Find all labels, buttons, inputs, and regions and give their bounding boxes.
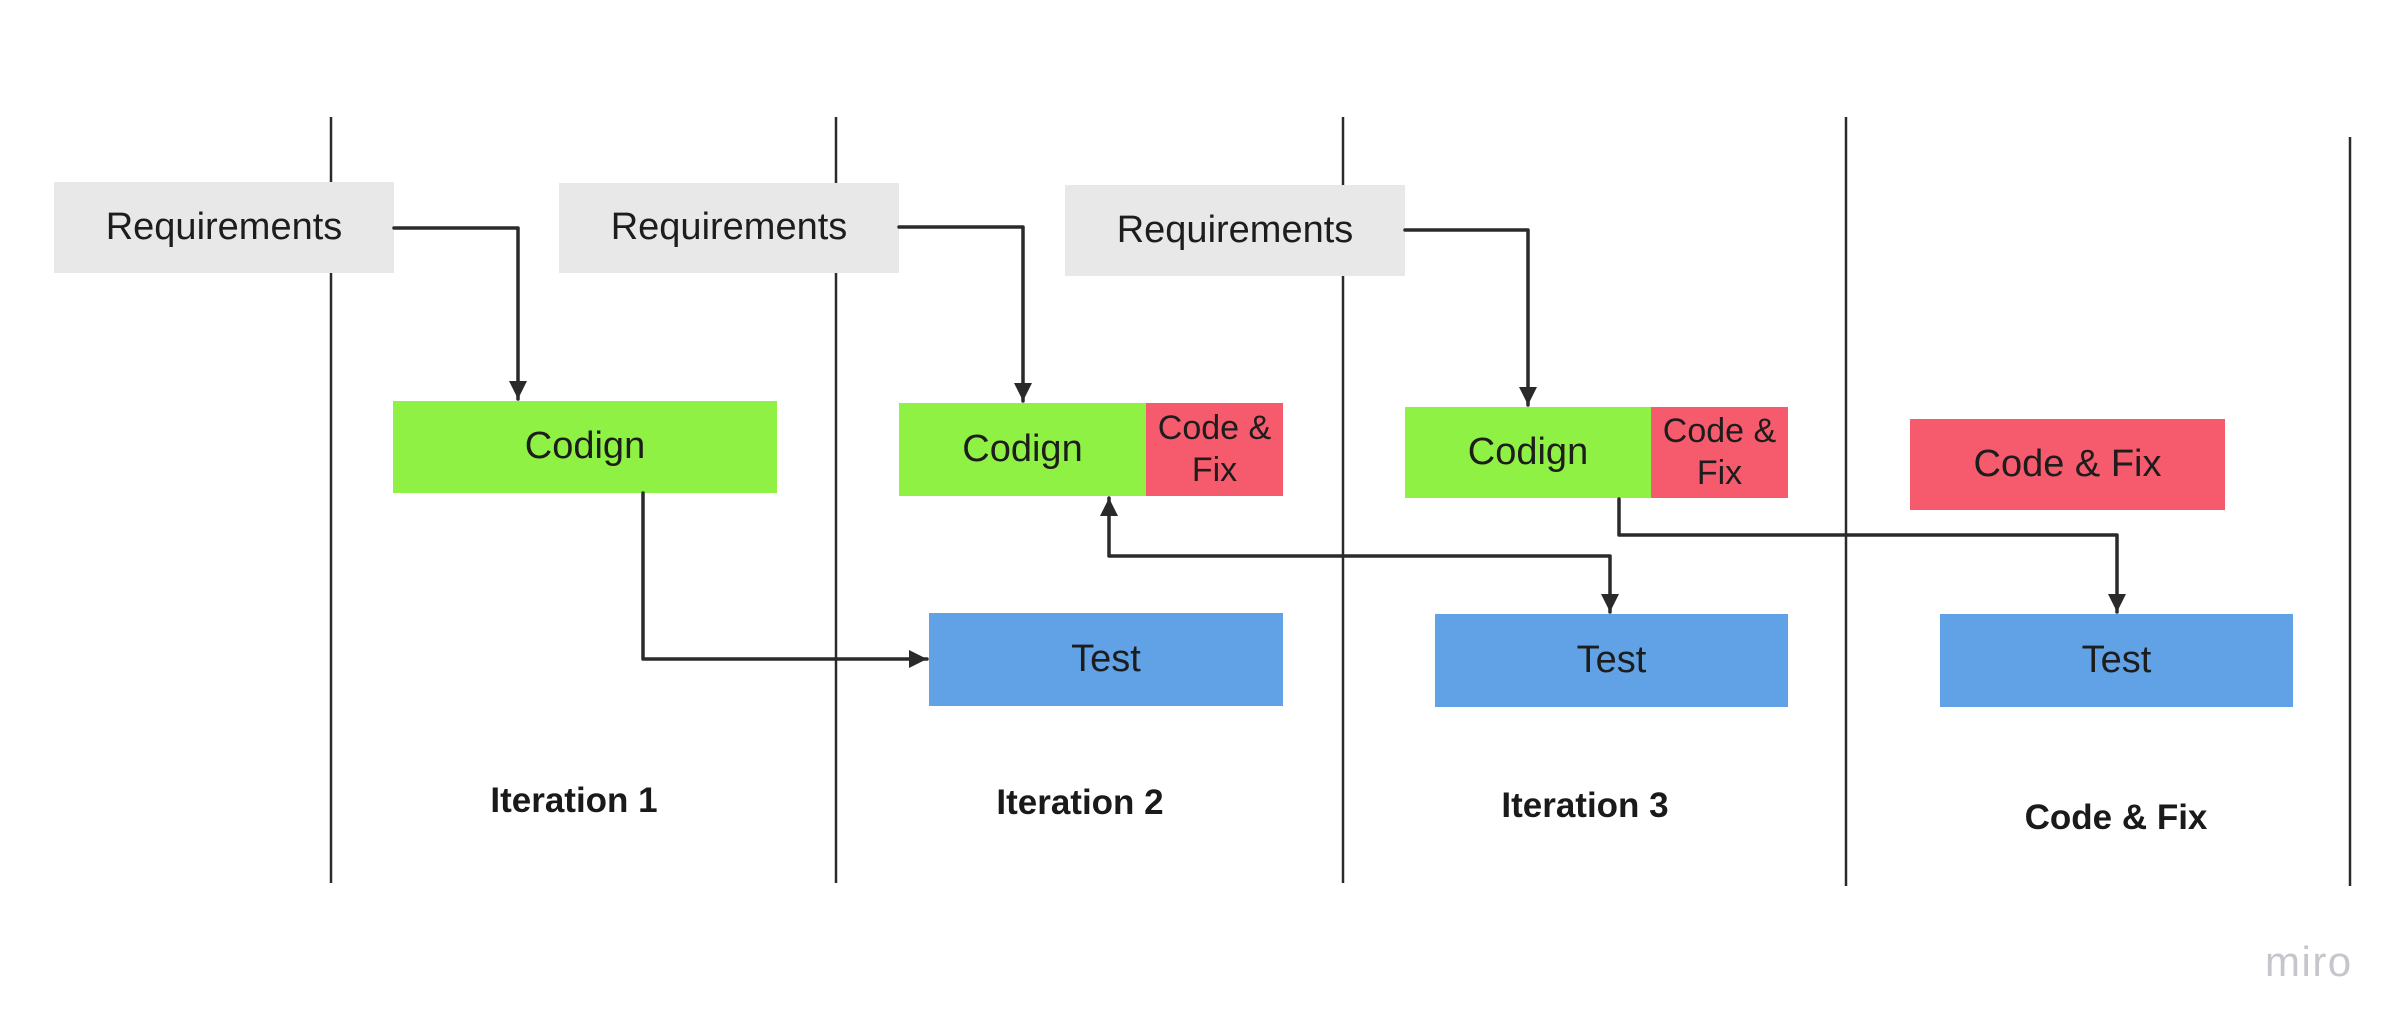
- test-shape-iteration-3[interactable]: Test: [1435, 614, 1788, 707]
- column-label-iteration-3[interactable]: Iteration 3: [1501, 786, 1669, 825]
- codefix-label: Code & Fix: [1662, 412, 1777, 492]
- requirements-label: Requirements: [105, 205, 343, 248]
- requirements-shape-iteration-3[interactable]: Requirements: [1065, 185, 1405, 276]
- requirements-label: Requirements: [1116, 208, 1354, 251]
- codefix-shape-iteration-2[interactable]: Code & Fix: [1146, 403, 1283, 496]
- requirements-shape-iteration-1[interactable]: Requirements: [54, 182, 394, 273]
- requirements-label: Requirements: [610, 206, 848, 249]
- column-label-code-and-fix[interactable]: Code & Fix: [2024, 798, 2208, 837]
- test-label: Test: [1071, 637, 1141, 680]
- coding-shape-iteration-1[interactable]: Codign: [393, 401, 777, 493]
- requirements-shape-iteration-2[interactable]: Requirements: [559, 183, 899, 273]
- coding-label: Codign: [962, 427, 1083, 470]
- test-label: Test: [1576, 638, 1647, 681]
- codefix-label: Code & Fix: [1157, 409, 1272, 489]
- column-label-iteration-2[interactable]: Iteration 2: [996, 783, 1164, 822]
- codefix-label: Code & Fix: [1973, 442, 2162, 485]
- test-label: Test: [2081, 638, 2152, 681]
- coding-label: Codign: [524, 425, 646, 468]
- codefix-shape-main[interactable]: Code & Fix: [1910, 419, 2225, 510]
- coding-label: Codign: [1467, 430, 1589, 473]
- coding-shape-iteration-3[interactable]: Codign: [1405, 407, 1651, 498]
- column-label-iteration-1[interactable]: Iteration 1: [490, 781, 658, 820]
- codefix-shape-iteration-3[interactable]: Code & Fix: [1651, 407, 1788, 498]
- test-shape-iteration-2[interactable]: Test: [929, 613, 1283, 706]
- coding-shape-iteration-2[interactable]: Codign: [899, 403, 1146, 496]
- miro-watermark-logo: miro: [2265, 938, 2353, 985]
- test-shape-codefix-column[interactable]: Test: [1940, 614, 2293, 707]
